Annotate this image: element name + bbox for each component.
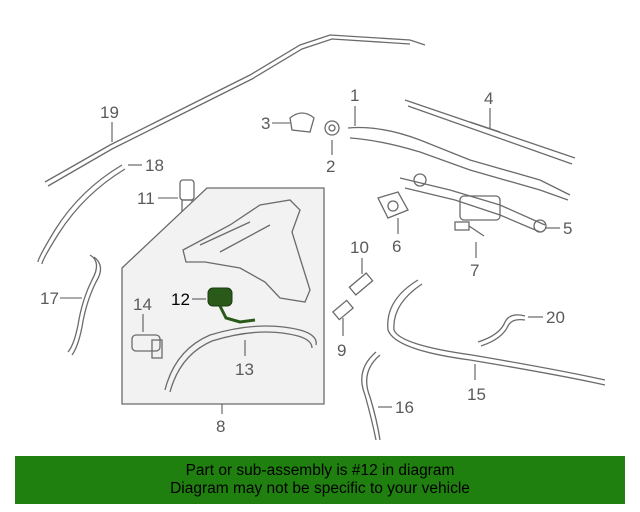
parts-diagram: 19 18 17 11 3 2 — [37, 34, 606, 441]
callout-13: 13 — [235, 340, 254, 379]
svg-text:14: 14 — [133, 295, 152, 314]
banner-line-1: Part or sub-assembly is #12 in diagram — [185, 462, 455, 479]
part-5-linkage — [399, 173, 547, 233]
svg-text:18: 18 — [145, 156, 164, 175]
svg-text:19: 19 — [100, 103, 119, 122]
svg-text:5: 5 — [563, 219, 572, 238]
callout-5: 5 — [545, 219, 572, 238]
callout-10: 10 — [350, 238, 369, 274]
part-3-cap — [289, 112, 315, 133]
part-7-bolt — [454, 221, 485, 237]
svg-text:9: 9 — [337, 341, 346, 360]
callout-1: 1 — [350, 86, 359, 126]
svg-text:8: 8 — [216, 417, 225, 436]
part-12-washer-pump — [207, 287, 256, 324]
svg-text:7: 7 — [470, 261, 479, 280]
callout-3: 3 — [261, 114, 290, 133]
callout-6: 6 — [392, 218, 401, 256]
svg-text:1: 1 — [350, 86, 359, 105]
svg-text:4: 4 — [484, 89, 493, 108]
part-info-banner: Part or sub-assembly is #12 in diagram D… — [15, 456, 625, 504]
svg-text:2: 2 — [326, 157, 335, 176]
svg-text:3: 3 — [261, 114, 270, 133]
svg-text:10: 10 — [350, 238, 369, 257]
part-19-hose — [44, 34, 426, 187]
svg-text:20: 20 — [546, 308, 565, 327]
callout-11: 11 — [137, 189, 178, 208]
part-17-hose — [67, 254, 102, 356]
part-9-clip — [331, 299, 355, 321]
svg-text:15: 15 — [467, 385, 486, 404]
part-14-sensor — [131, 334, 163, 359]
part-16-hose — [361, 351, 381, 441]
callout-16: 16 — [378, 398, 414, 417]
svg-text:17: 17 — [40, 289, 59, 308]
callout-15: 15 — [467, 364, 486, 404]
svg-text:6: 6 — [392, 237, 401, 256]
callout-12: 12 — [171, 290, 206, 309]
callout-14: 14 — [133, 295, 152, 332]
callout-4: 4 — [484, 89, 493, 128]
callout-2: 2 — [326, 140, 335, 176]
part-20-hose — [477, 314, 526, 347]
svg-text:11: 11 — [137, 189, 155, 208]
part-13-hose — [164, 325, 317, 393]
banner-line-2: Diagram may not be specific to your vehi… — [170, 480, 470, 497]
part-15-hose — [387, 279, 606, 386]
svg-text:12: 12 — [171, 290, 190, 309]
callout-8: 8 — [216, 404, 225, 436]
part-1-wiper-arm — [347, 126, 571, 201]
callout-19: 19 — [100, 103, 119, 142]
svg-text:16: 16 — [395, 398, 414, 417]
callout-18: 18 — [128, 156, 164, 175]
part-18-hose — [37, 164, 126, 265]
part-6-bracket — [377, 191, 409, 219]
callout-7: 7 — [470, 242, 479, 280]
callout-9: 9 — [337, 318, 346, 360]
washer-reservoir — [182, 199, 311, 303]
part-10-clip — [348, 272, 374, 296]
part-4-wiper-blade — [404, 99, 576, 165]
svg-text:13: 13 — [235, 360, 254, 379]
callout-17: 17 — [40, 289, 82, 308]
part-2-nut — [324, 120, 340, 136]
callout-20: 20 — [528, 308, 565, 327]
